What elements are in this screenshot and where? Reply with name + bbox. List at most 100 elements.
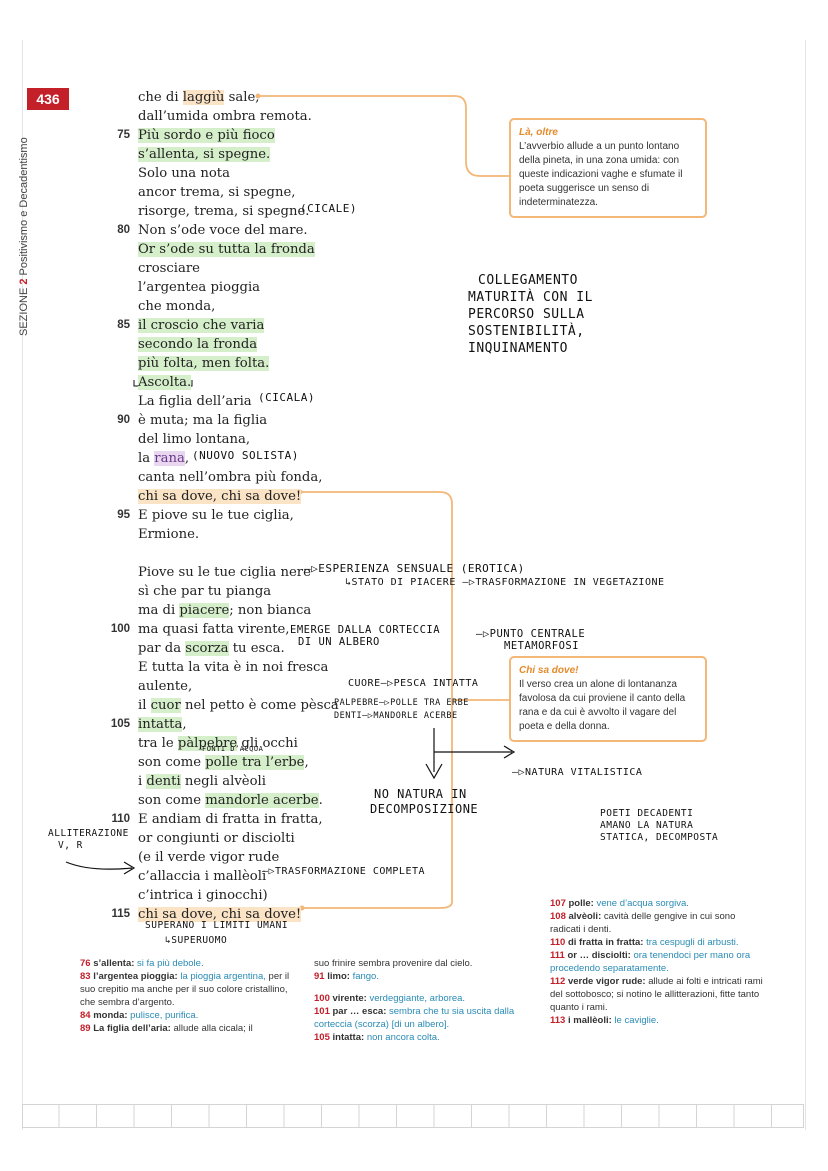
poem-line: la rana, (138, 451, 190, 466)
footnote: 83 l’argentea pioggia: la pioggia argent… (80, 971, 290, 1008)
poem-line: or congiunti or disciolti (138, 831, 295, 846)
footnote: 112 verde vigor rude: allude ai folti e … (550, 976, 763, 1013)
poem-line: ma di piacere; non bianca (138, 603, 312, 618)
highlighted-text: laggiù (182, 90, 225, 105)
poem-line: secondo la fronda (138, 335, 258, 354)
poem-line: 85 il croscio che varia (117, 316, 265, 335)
line-number: 100 (110, 623, 130, 635)
poem-line: del limo lontana, (138, 432, 251, 447)
footnote: 110 di fratta in fratta: tra cespugli di… (550, 937, 739, 948)
poem-line: il cuor nel petto è come pèsca (138, 698, 339, 713)
footnote: 84 monda: pulisce, purifica. (80, 1010, 199, 1021)
line-number: 80 (117, 224, 130, 236)
poem-line: tra le pàlpebre gli occhi (138, 736, 298, 751)
poem-line: che di laggiù sale, (138, 90, 260, 105)
highlighted-text: Ascolta. (138, 375, 192, 390)
poem-line: son come polle tra l’erbe, (138, 755, 309, 770)
highlighted-text: rana (154, 451, 185, 466)
handwritten-superuomo: ↳SUPERUOMO (165, 935, 228, 946)
highlighted-text: secondo la fronda (138, 337, 258, 352)
footnote: suo frinire sembra provenire dal cielo. (314, 958, 473, 969)
poem-line: Ermione. (138, 527, 200, 542)
note-box-body: L’avverbio allude a un punto lontano del… (519, 141, 683, 208)
highlighted-text: piacere (179, 603, 230, 618)
highlighted-text: Or s’ode su tutta la fronda (138, 242, 315, 257)
footnote: 76 s’allenta: si fa più debole. (80, 958, 204, 969)
poem-line: 115 chi sa dove, chi sa dove! (111, 905, 302, 924)
poem-line: c’allaccia i mallèoli (138, 869, 267, 884)
poem-line: aulente, (138, 679, 193, 694)
handwritten-superano: SUPERANO I LIMITI UMANI (145, 920, 289, 931)
footnote: 107 polle: vene d’acqua sorgiva. (550, 898, 689, 909)
poem-line: i denti negli alvèoli (138, 774, 266, 789)
line-number: 95 (117, 509, 130, 521)
poem-line: sì che par tu pianga (138, 584, 272, 599)
poem-line: che monda, (138, 299, 216, 314)
handwritten-cuore: CUORE—▷PESCA INTATTA (348, 678, 479, 689)
highlighted-text: s’allenta, si spegne. (138, 147, 271, 162)
poem-line: La figlia dell’aria (138, 394, 252, 409)
handwritten-stato: ↳STATO DI PIACERE —▷TRASFORMAZIONE IN VE… (345, 577, 665, 588)
footnote: 111 or … disciolti: ora tenendoci per ma… (550, 950, 751, 974)
poem-line: c’intrica i ginocchi) (138, 888, 268, 903)
highlighted-text: scorza (185, 641, 229, 656)
handwritten-palpebre: PALPEBRE—▷POLLE TRA ERBE (334, 698, 469, 708)
highlighted-text: più folta, men folta. (138, 356, 270, 371)
handwritten-esperienza: —▷ESPERIENZA SENSUALE (EROTICA) (304, 562, 525, 575)
highlighted-text: cuor (150, 698, 181, 713)
section-prefix: SEZIONE (18, 287, 30, 336)
poem-line: Ascolta. (138, 373, 192, 392)
poem-line: s’allenta, si spegne. (138, 145, 271, 164)
section-number: 2 (18, 278, 30, 285)
line-number: 90 (117, 414, 130, 426)
poem-line: E tutta la vita è in noi fresca (138, 660, 329, 675)
poem-line: par da scorza tu esca. (138, 641, 285, 656)
page-number: 436 (27, 88, 69, 110)
highlighted-text: pàlpebre (177, 736, 238, 751)
poem-line: Piove su le tue ciglia nere (138, 565, 311, 580)
handwritten-collegamento: COLLEGAMENTO MATURITÀ CON IL PERCORSO SU… (468, 273, 593, 356)
highlighted-text: polle tra l’erbe (205, 755, 305, 770)
footnote: 105 intatta: non ancora colta. (314, 1032, 440, 1043)
highlighted-text: mandorle acerbe (205, 793, 319, 808)
section-label: SEZIONE 2 Positivismo e Decadentismo (18, 137, 30, 336)
note-box-body: Il verso crea un alone di lontananza fav… (519, 679, 686, 732)
bottom-grid (22, 1104, 804, 1128)
note-box-title: Chi sa dove! (519, 665, 579, 676)
handwritten-poeti: POETI DECADENTI AMANO LA NATURA STATICA,… (600, 808, 719, 843)
highlighted-text: chi sa dove, chi sa dove! (138, 489, 302, 504)
poem-line: crosciare (138, 261, 200, 276)
poem-line: Solo una nota (138, 166, 230, 181)
handwritten-fonti: FONTI D’ACQUA (202, 745, 264, 753)
handwritten-natura-vitalistica: —▷NATURA VITALISTICA (512, 767, 643, 778)
highlighted-text: Più sordo e più fioco (138, 128, 275, 143)
handwritten-punto: —▷PUNTO CENTRALE METAMORFOSI (476, 628, 586, 652)
highlighted-text: il croscio che varia (138, 318, 265, 333)
line-number: 105 (110, 718, 130, 730)
footnote: 89 La figlia dell’aria: allude alla cica… (80, 1023, 253, 1034)
footnote: 100 virente: verdeggiante, arborea. (314, 993, 466, 1004)
handwritten-alliterazione: ALLITERAZIONE V, R (48, 828, 129, 851)
line-number: 85 (117, 319, 130, 331)
poem-line: risorge, trema, si spegne. (138, 204, 310, 219)
poem-line: 75 Più sordo e più fioco (117, 126, 275, 145)
poem-line: son come mandorle acerbe. (138, 793, 323, 808)
footnotes-col-2: suo frinire sembra provenire dal cielo.9… (314, 957, 529, 1044)
footnotes-col-1: 76 s’allenta: si fa più debole. 83 l’arge… (80, 957, 295, 1035)
poem-line: più folta, men folta. (138, 354, 270, 373)
note-box-title: Là, oltre (519, 127, 558, 138)
line-number: 75 (117, 129, 130, 141)
handwritten-emerge: EMERGE DALLA CORTECCIA DI UN ALBERO (290, 624, 441, 648)
footnote: 101 par … esca: sembra che tu sia uscita… (314, 1006, 515, 1030)
line-number: 115 (111, 908, 130, 920)
handwritten-trasformazione: —▷TRASFORMAZIONE COMPLETA (262, 866, 426, 877)
poem-line: chi sa dove, chi sa dove! (138, 487, 302, 506)
handwritten-cicala: (CICALA) (258, 391, 315, 404)
highlighted-text: chi sa dove, chi sa dove! (138, 907, 302, 922)
highlighted-text: intatta (138, 717, 183, 732)
poem-line: canta nell’ombra più fonda, (138, 470, 323, 485)
poem-line: l’argentea pioggia (138, 280, 261, 295)
